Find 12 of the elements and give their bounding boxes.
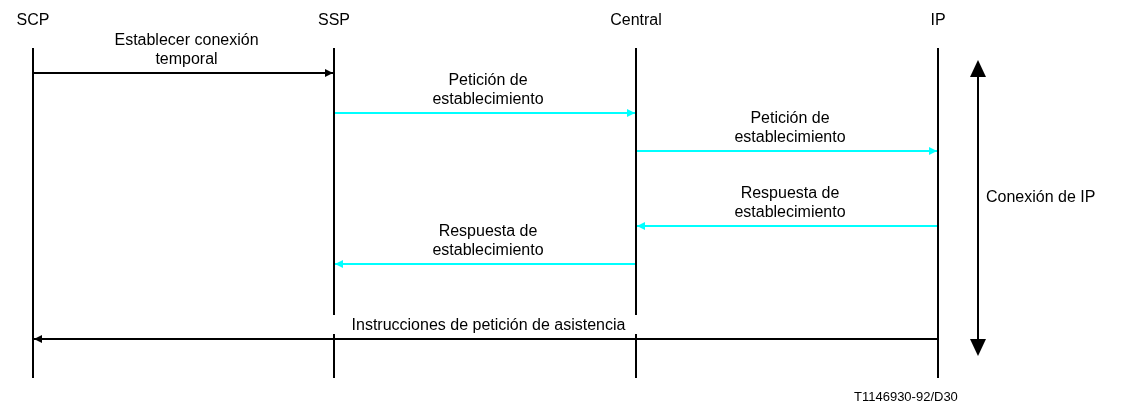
message-arrow [636, 222, 938, 230]
message-arrow [334, 109, 636, 117]
participant-label: SCP [15, 10, 51, 30]
message-arrow [33, 69, 334, 77]
span-label: Conexión de IP [986, 187, 1096, 207]
figure-code: T1146930-92/D30 [854, 388, 958, 406]
message-arrow [636, 147, 938, 155]
message-arrow [334, 260, 636, 268]
participant-label: Central [609, 10, 663, 30]
message-arrow [33, 335, 938, 343]
participant-label: SSP [317, 10, 351, 30]
participant-label: IP [929, 10, 947, 30]
